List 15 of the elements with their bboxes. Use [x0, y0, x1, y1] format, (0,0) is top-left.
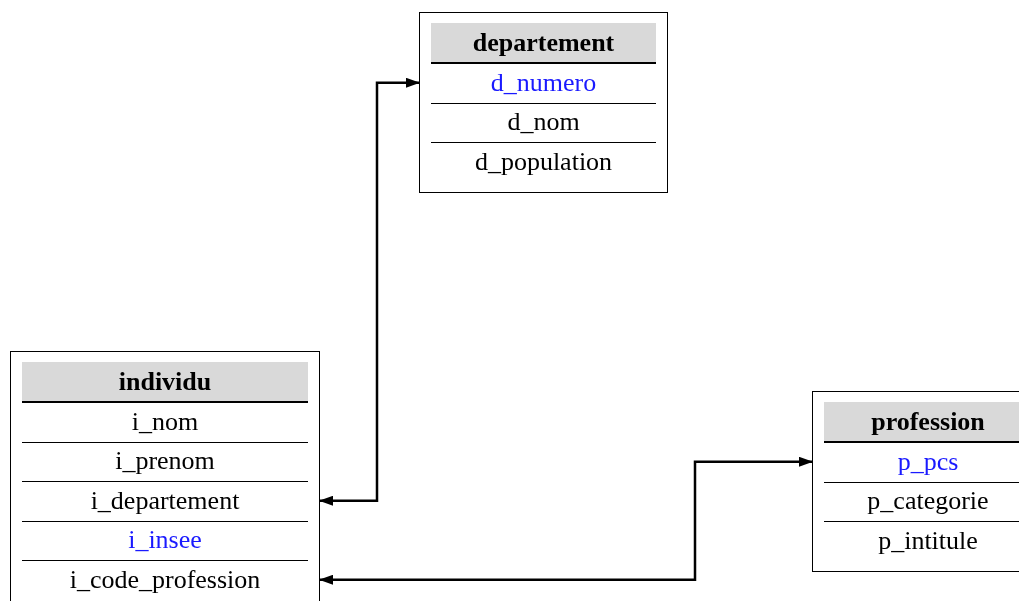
attribute-field: i_code_profession [11, 560, 319, 600]
attribute-field: i_insee [11, 520, 319, 560]
attribute-field: i_departement [11, 481, 319, 521]
table-header: individu [22, 362, 308, 402]
arrow [319, 456, 813, 585]
attribute-field: d_population [420, 142, 667, 182]
attribute-field: i_nom [11, 402, 319, 442]
attribute-field: d_numero [420, 63, 667, 103]
arrow [319, 77, 420, 506]
attribute-field: d_nom [420, 102, 667, 142]
entity-table [419, 12, 668, 193]
attribute-field: i_prenom [11, 441, 319, 481]
table-header: profession [824, 402, 1019, 442]
table-header: departement [431, 23, 656, 63]
entity-table [10, 351, 320, 601]
